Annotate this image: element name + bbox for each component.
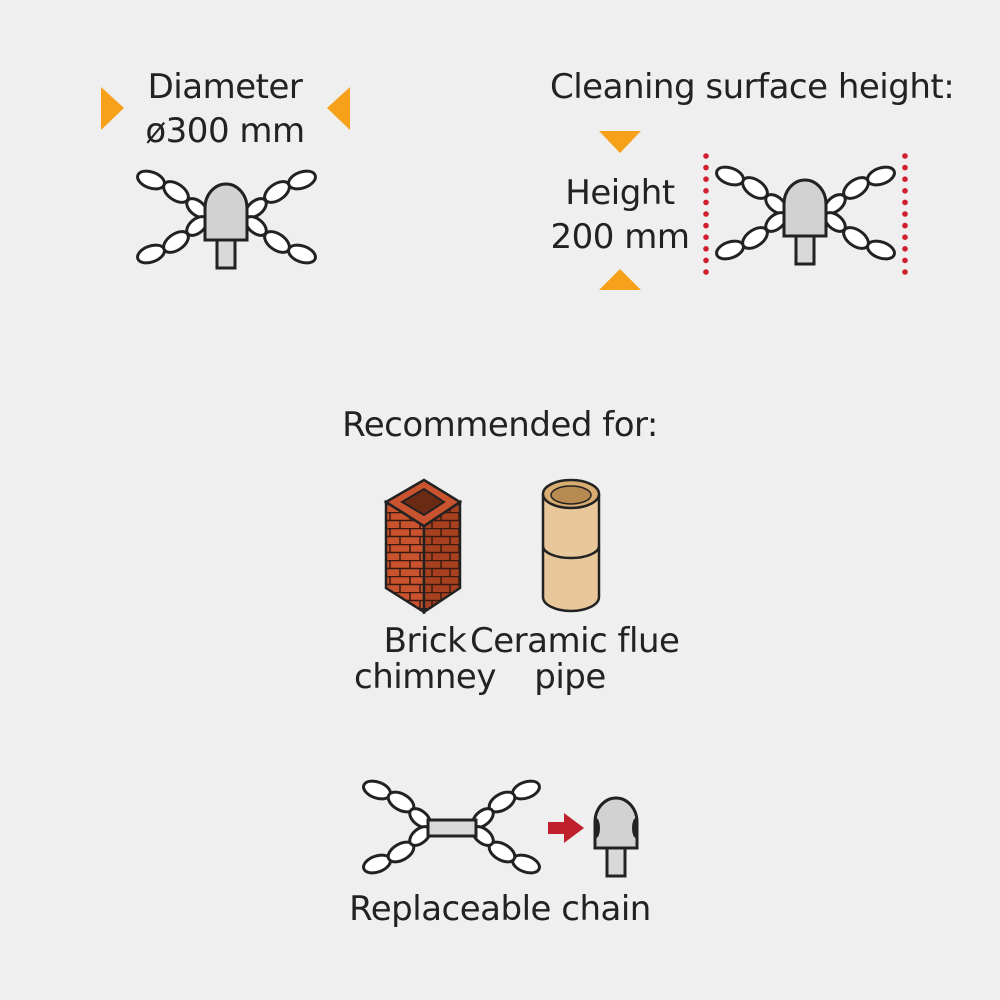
height-arrow-up-icon (599, 269, 641, 290)
guide-dot-left (703, 153, 709, 159)
guide-dot-right (902, 211, 908, 217)
brick-chimney-label-1: Brick (383, 621, 467, 661)
guide-dot-right (902, 257, 908, 264)
guide-dot-left (703, 234, 709, 240)
guide-dot-right (902, 153, 908, 159)
brick-chimney-label-2: chimney (354, 657, 496, 697)
height-value: 200 mm (550, 217, 690, 257)
diameter-value: ø300 mm (145, 111, 305, 151)
guide-dot-left (703, 211, 709, 217)
diameter-label: Diameter (147, 67, 303, 107)
guide-dot-right (902, 176, 908, 182)
ceramic-flue-pipe-label-2: pipe (534, 657, 606, 697)
guide-dot-right (902, 269, 908, 275)
guide-dot-right (902, 188, 908, 194)
ceramic-flue-pipe-label-1: Ceramic flue (470, 621, 680, 661)
guide-dot-right (902, 234, 908, 240)
guide-dot-right (902, 199, 908, 206)
guide-dot-right (902, 222, 908, 229)
guide-dot-left (703, 188, 709, 194)
guide-dot-left (703, 164, 709, 171)
height-label: Height (565, 173, 675, 213)
diameter-arrow-right-icon (327, 87, 350, 130)
guide-dot-left (703, 176, 709, 182)
guide-dot-left (703, 199, 709, 206)
height-title: Cleaning surface height: (550, 67, 955, 107)
recommended-title: Recommended for: (342, 405, 658, 445)
guide-dot-right (902, 164, 908, 171)
guide-dot-left (703, 222, 709, 229)
guide-dot-left (703, 246, 709, 252)
replaceable-chain-label: Replaceable chain (349, 889, 651, 929)
guide-dot-left (703, 269, 709, 275)
guide-dot-right (902, 246, 908, 252)
guide-dot-left (703, 257, 709, 264)
